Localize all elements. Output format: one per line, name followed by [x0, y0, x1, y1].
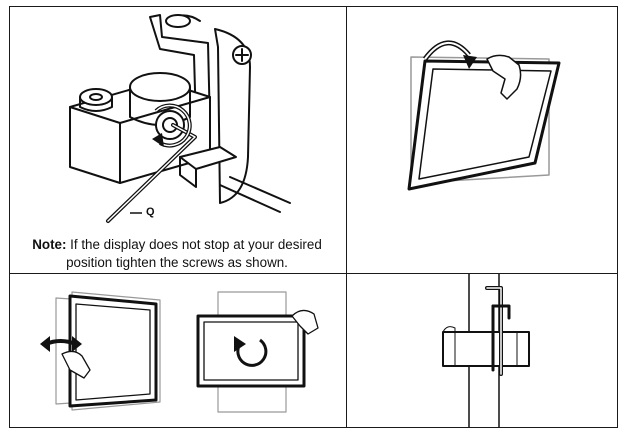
- note-text-line-1: If the display does not stop at your des…: [70, 237, 322, 252]
- tilt-display-illustration: [407, 40, 561, 191]
- panel-tilt-display: [347, 7, 617, 272]
- note-label: Note:: [32, 237, 67, 252]
- pole-clamp-illustration: [442, 274, 530, 427]
- rotate-arrow-icon: [422, 40, 477, 69]
- panel-tighten-screw: Q: [10, 7, 346, 233]
- swivel-rotate-illustration: [40, 291, 319, 413]
- hand-icon: [61, 350, 91, 379]
- note-line-1: Note: If the display does not stop at yo…: [12, 236, 342, 254]
- frame-top: [9, 6, 618, 7]
- panel-pole-clamp: [347, 274, 617, 427]
- rotate-arrow-icon: [152, 103, 192, 148]
- hand-icon: [291, 309, 319, 335]
- circular-rotate-icon: [234, 336, 268, 367]
- hand-icon: [486, 54, 522, 100]
- tighten-screw-illustration: [69, 14, 291, 223]
- frame-bottom: [9, 427, 618, 428]
- panel-swivel-rotate: [10, 274, 346, 427]
- frame-divider-vertical: [346, 6, 347, 428]
- frame-divider-horizontal: [9, 273, 618, 274]
- rotate-arrow-icon: [40, 336, 82, 352]
- note-text-line-2: position tighten the screws as shown.: [66, 255, 288, 270]
- frame-right: [617, 6, 618, 428]
- hex-key-callout: Q: [146, 206, 155, 218]
- frame-left: [9, 6, 10, 428]
- note-text: Note: If the display does not stop at yo…: [12, 236, 342, 272]
